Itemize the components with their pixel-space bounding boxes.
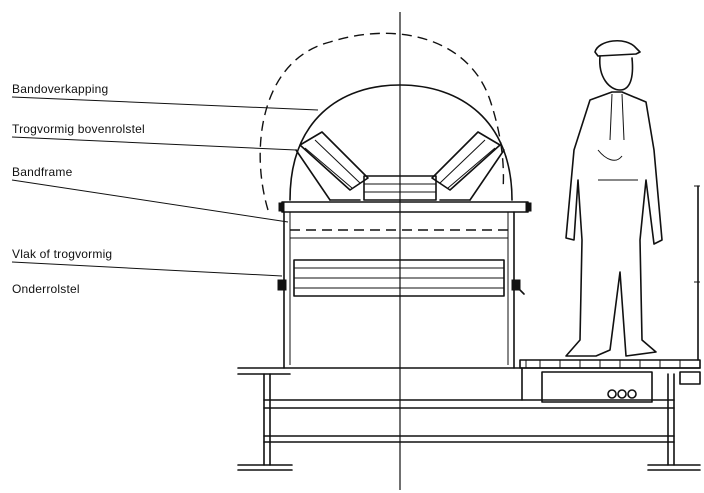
- belt-cover-dome: [289, 84, 513, 201]
- walkway-platform: [519, 185, 701, 403]
- label-flat-or-trough: Vlak of trogvormig: [12, 247, 112, 261]
- base-structure: [237, 367, 701, 471]
- trough-idler-center: [363, 175, 437, 201]
- trough-idler-right: [431, 131, 505, 201]
- label-belt-frame: Bandframe: [12, 165, 73, 179]
- leader-lines: [11, 96, 319, 277]
- label-trough-top-roller: Trogvormig bovenrolstel: [12, 122, 145, 136]
- label-belt-cover: Bandoverkapping: [12, 82, 108, 96]
- belt-frame: [278, 201, 532, 369]
- return-roller: [277, 259, 525, 297]
- trough-idler-left: [295, 131, 369, 201]
- person-icon: [565, 40, 663, 357]
- label-return-roller: Onderrolstel: [12, 282, 80, 296]
- cover-swing-arc: [259, 32, 505, 211]
